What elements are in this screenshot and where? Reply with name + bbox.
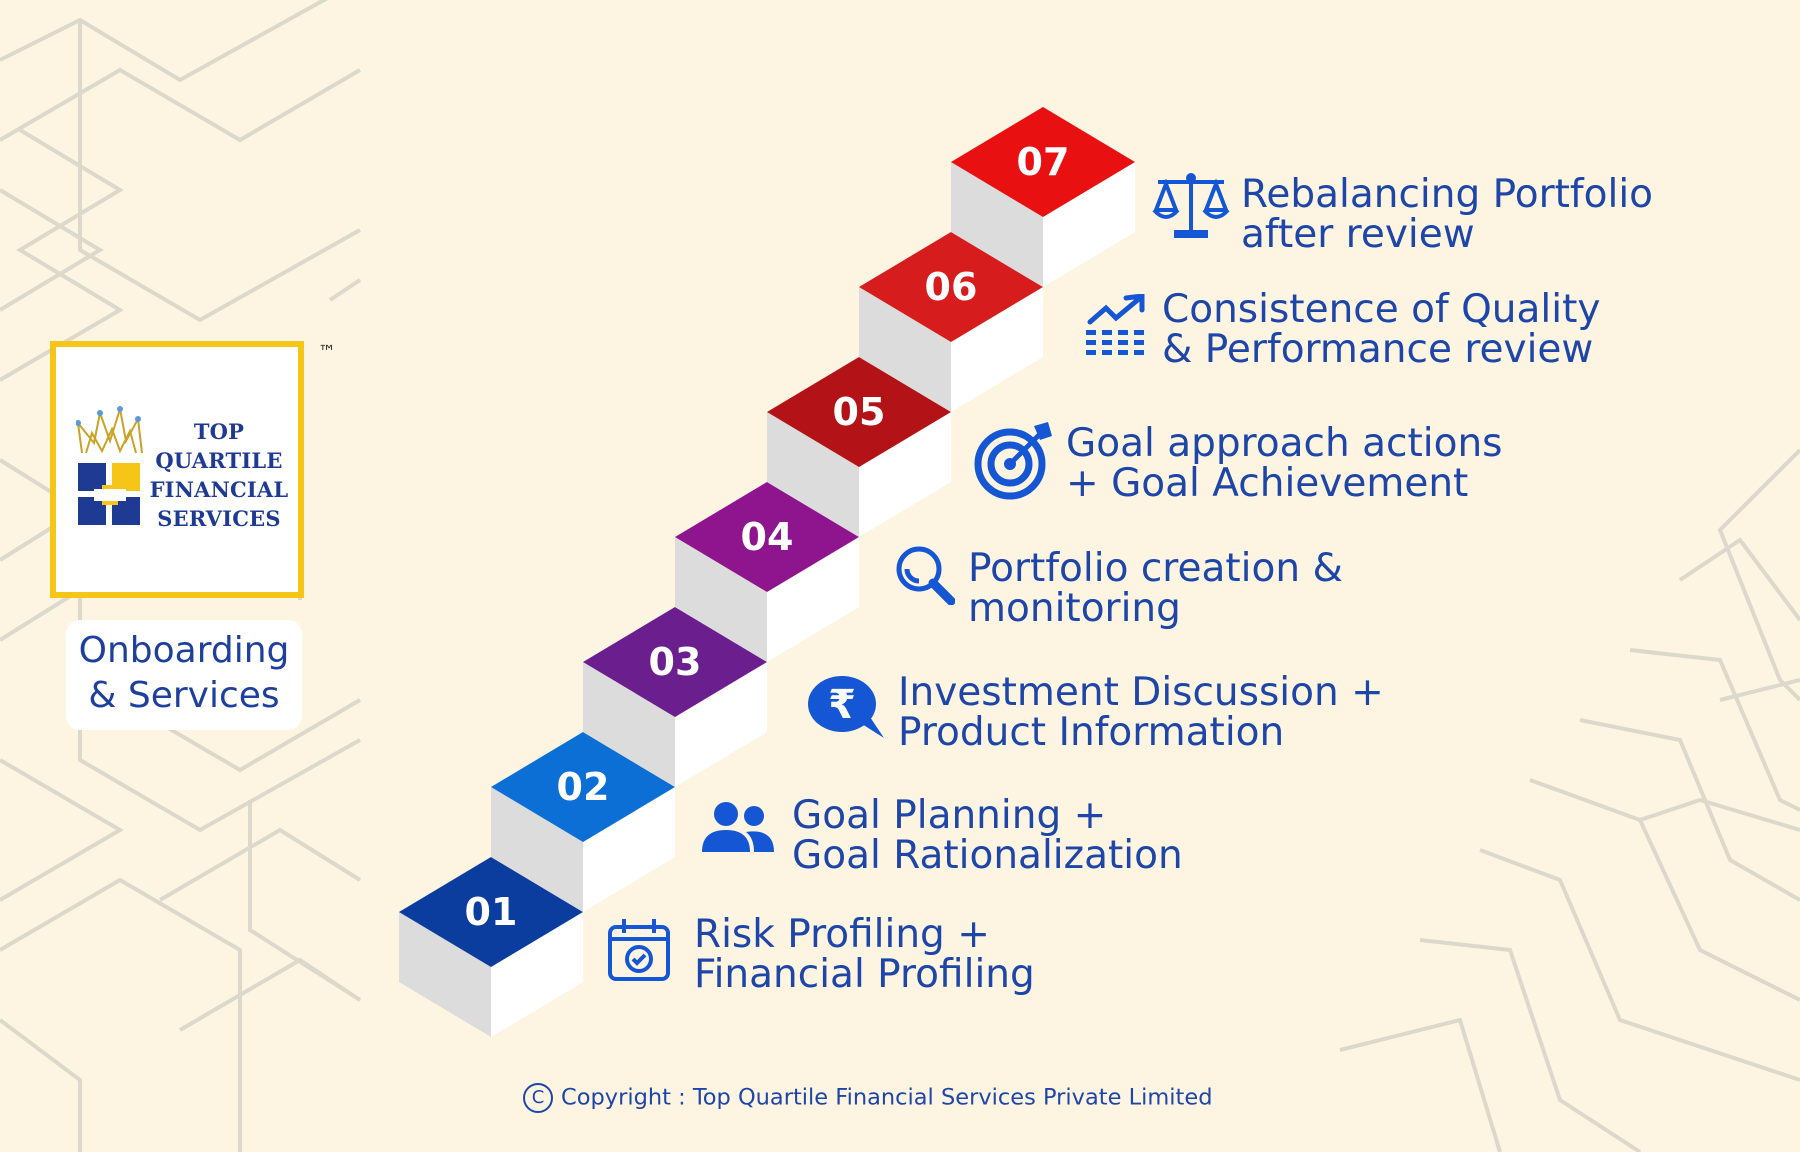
step-number-05: 05 xyxy=(833,390,886,434)
step-face-right xyxy=(675,662,767,787)
step-face-left xyxy=(951,162,1043,287)
scale-icon xyxy=(1152,173,1230,238)
step-label-03-line-1: Investment Discussion + xyxy=(898,670,1384,715)
step-face-right xyxy=(951,287,1043,412)
step-face-right xyxy=(583,787,675,912)
step-label-02: Goal Planning + Goal Rationalization xyxy=(792,796,1183,876)
step-label-03: Investment Discussion + Product Informat… xyxy=(898,673,1384,753)
step-number-03: 03 xyxy=(649,640,702,684)
step-face-right xyxy=(767,537,859,662)
step-face-right xyxy=(859,412,951,537)
step-label-07: Rebalancing Portfolio after review xyxy=(1241,175,1653,255)
step-face-right xyxy=(491,912,583,1037)
step-face-left xyxy=(399,912,491,1037)
step-label-02-line-2: Goal Rationalization xyxy=(792,833,1183,878)
svg-text:₹: ₹ xyxy=(828,682,856,728)
growth-chart-icon xyxy=(1086,294,1145,355)
step-label-05-line-1: Goal approach actions xyxy=(1066,421,1503,466)
copyright-icon: C xyxy=(523,1083,553,1113)
logo-line-1: TOP xyxy=(193,419,245,444)
step-label-04-line-1: Portfolio creation & xyxy=(968,546,1343,591)
calendar-check-icon xyxy=(608,919,670,981)
step-label-07-line-1: Rebalancing Portfolio xyxy=(1241,172,1654,217)
logo-line-2: QUARTILE xyxy=(155,448,283,473)
step-face-left xyxy=(583,662,675,787)
step-label-01: Risk Profiling + Financial Profiling xyxy=(694,915,1035,995)
target-icon xyxy=(974,422,1052,500)
step-label-02-line-1: Goal Planning + xyxy=(792,793,1107,838)
trademark-symbol: ™ xyxy=(318,342,336,363)
step-label-04-line-2: monitoring xyxy=(968,586,1181,631)
step-label-01-line-2: Financial Profiling xyxy=(694,952,1035,997)
step-label-07-line-2: after review xyxy=(1241,212,1475,257)
search-icon xyxy=(896,546,955,605)
step-number-04: 04 xyxy=(741,515,794,559)
emblem-icon xyxy=(78,463,140,525)
step-label-06-line-1: Consistence of Quality xyxy=(1162,287,1601,332)
step-face-left xyxy=(491,787,583,912)
copyright-text: Copyright : Top Quartile Financial Servi… xyxy=(561,1084,1213,1111)
company-logo: TOP QUARTILE FINANCIAL SERVICES xyxy=(50,341,304,598)
section-label: Onboarding & Services xyxy=(66,620,302,730)
step-label-06-line-2: & Performance review xyxy=(1162,327,1594,372)
step-number-06: 06 xyxy=(925,265,978,309)
step-block-06: 06 xyxy=(859,232,1043,412)
logo-text: TOP QUARTILE FINANCIAL SERVICES xyxy=(144,417,294,533)
users-icon xyxy=(702,802,774,852)
step-face-left xyxy=(767,412,859,537)
step-label-05-line-2: + Goal Achievement xyxy=(1066,461,1469,506)
step-number-02: 02 xyxy=(557,765,610,809)
step-top-07 xyxy=(951,107,1135,217)
step-number-01: 01 xyxy=(465,890,518,934)
step-face-left xyxy=(859,287,951,412)
logo-line-4: SERVICES xyxy=(157,506,281,531)
step-label-04: Portfolio creation & monitoring xyxy=(968,549,1343,629)
crown-icon xyxy=(76,406,143,454)
step-label-03-line-2: Product Information xyxy=(898,710,1285,755)
section-label-line-2: & Services xyxy=(88,675,280,716)
step-number-07: 07 xyxy=(1017,140,1070,184)
step-label-01-line-1: Risk Profiling + xyxy=(694,912,990,957)
rupee-chat-icon: ₹ xyxy=(808,676,884,738)
step-face-left xyxy=(675,537,767,662)
section-label-line-1: Onboarding xyxy=(78,630,290,671)
step-label-06: Consistence of Quality & Performance rev… xyxy=(1162,290,1600,370)
step-block-07: 07 xyxy=(951,107,1135,287)
logo-line-3: FINANCIAL xyxy=(149,477,289,502)
step-label-05: Goal approach actions + Goal Achievement xyxy=(1066,424,1502,504)
copyright-notice: C Copyright : Top Quartile Financial Serv… xyxy=(523,1083,1212,1113)
step-face-right xyxy=(1043,162,1135,287)
